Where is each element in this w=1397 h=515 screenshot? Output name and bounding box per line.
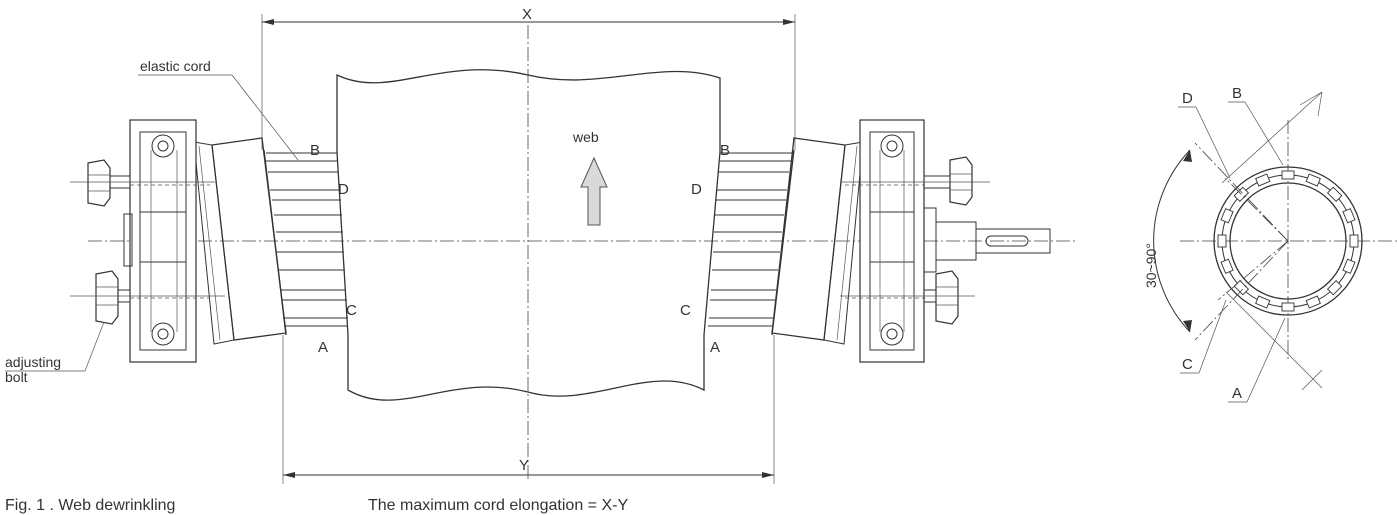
left-view-labels: elastic cord B D C A adjusting bolt xyxy=(5,58,357,385)
label-c-right: C xyxy=(680,302,691,319)
left-cord-roller xyxy=(70,119,348,363)
angle-label: 30~90° xyxy=(1143,243,1159,288)
ring-lug xyxy=(1281,170,1295,180)
captions: Fig. 1 . Web dewrinkling The maximum cor… xyxy=(5,497,628,514)
ring-lug xyxy=(1342,258,1356,274)
ring-lug xyxy=(1255,173,1271,187)
figure-caption: Fig. 1 . Web dewrinkling xyxy=(5,497,175,514)
ring-label-c: C xyxy=(1182,356,1193,373)
label-d-right: D xyxy=(691,181,702,198)
ring-lug xyxy=(1220,258,1234,274)
ring-label-a: A xyxy=(1232,385,1242,402)
bolt-label: bolt xyxy=(5,369,28,385)
ring-lug xyxy=(1305,173,1321,187)
label-d-left: D xyxy=(338,181,349,198)
dimension-x: X xyxy=(261,6,796,150)
ring-lug xyxy=(1255,295,1271,309)
elastic-cord-label: elastic cord xyxy=(140,58,211,74)
ring-side-view: B D C A 30~90° xyxy=(1143,85,1363,403)
label-a-right: A xyxy=(710,339,720,356)
ring-lug xyxy=(1281,302,1295,312)
dim-y-label: Y xyxy=(519,457,529,474)
label-b-left: B xyxy=(310,142,320,159)
adjusting-label: adjusting xyxy=(5,354,61,370)
web-direction-arrow: web xyxy=(572,129,608,226)
ring-lug xyxy=(1326,186,1343,203)
web-sheet xyxy=(336,69,721,401)
ring-lug xyxy=(1349,234,1359,248)
dimension-y: Y xyxy=(282,335,775,484)
label-b-right: B xyxy=(720,142,730,159)
ring-lug xyxy=(1342,208,1356,224)
dim-x-label: X xyxy=(522,6,532,23)
ring-label-d: D xyxy=(1182,90,1193,107)
ring-lug xyxy=(1217,234,1227,248)
right-view-labels: B D C A xyxy=(680,142,730,356)
ring-lug xyxy=(1326,279,1343,296)
label-a-left: A xyxy=(318,339,328,356)
right-cord-roller xyxy=(708,119,1051,363)
label-c-left: C xyxy=(346,302,357,319)
ring-label-b: B xyxy=(1232,85,1242,102)
web-label: web xyxy=(572,129,599,145)
formula-caption: The maximum cord elongation = X-Y xyxy=(368,497,628,514)
ring-lug xyxy=(1305,295,1321,309)
ring-lug xyxy=(1220,208,1234,224)
ring-lugs xyxy=(1217,170,1359,312)
